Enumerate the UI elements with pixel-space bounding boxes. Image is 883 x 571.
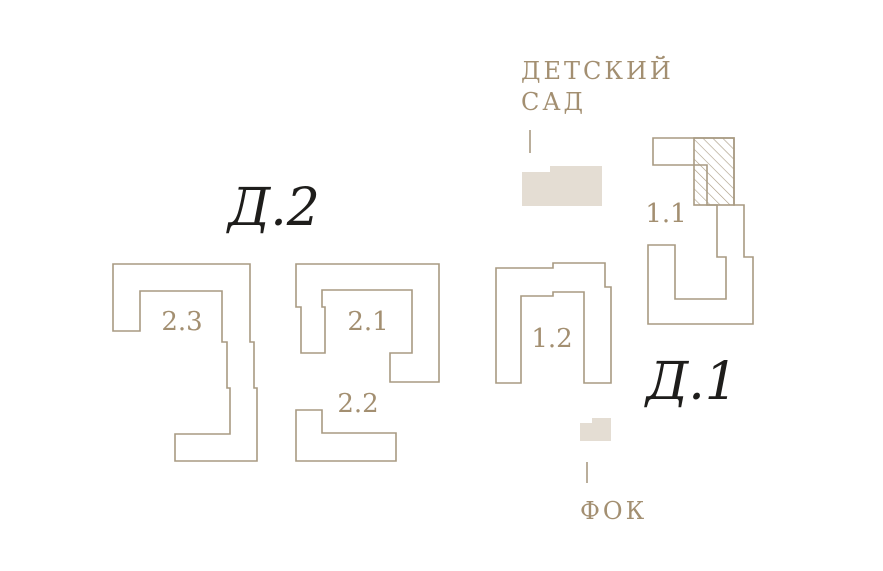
building-2-1-label: 2.1 <box>347 307 388 337</box>
building-2-3[interactable]: 2.3 <box>112 263 258 462</box>
kindergarten[interactable]: ДЕТСКИЙ САД <box>521 55 674 206</box>
building-1-1-label: 1.1 <box>645 199 686 229</box>
sport-center-label: ФОК <box>580 497 647 525</box>
building-1-2[interactable]: 1.2 <box>495 262 612 384</box>
sport-center[interactable]: ФОК <box>580 418 647 525</box>
building-2-3-label: 2.3 <box>161 307 202 337</box>
building-2-2[interactable]: 2.2 <box>295 389 397 462</box>
kindergarten-label-line1: ДЕТСКИЙ <box>521 55 674 85</box>
kindergarten-label-line2: САД <box>521 88 586 116</box>
building-2-1[interactable]: 2.1 <box>295 263 440 383</box>
phase-label-d2: Д.2 <box>226 178 320 238</box>
building-1-1[interactable]: 1.1 <box>645 137 754 325</box>
building-1-2-label: 1.2 <box>531 324 572 354</box>
building-2-2-label: 2.2 <box>337 389 378 419</box>
building-1-1-hatched-section <box>693 137 735 206</box>
phase-label-d1: Д.1 <box>644 352 738 412</box>
